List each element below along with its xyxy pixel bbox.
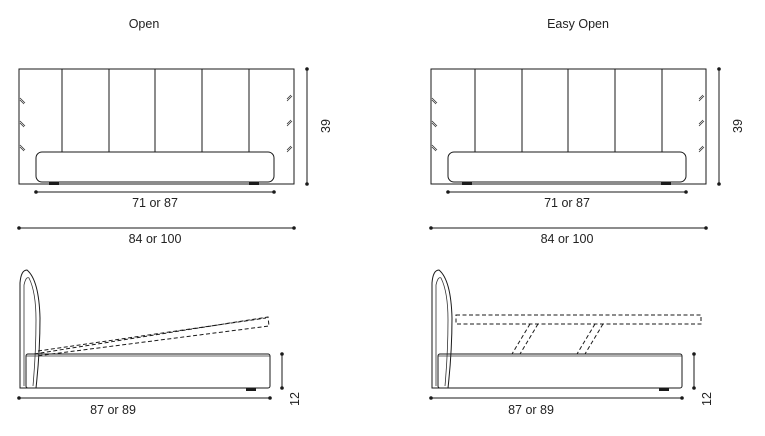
open-total-width-label: 84 or 100 <box>129 232 182 246</box>
open-front-view: 39 71 or 87 84 or 100 <box>17 67 333 246</box>
easy-open-total-width-label: 84 or 100 <box>541 232 594 246</box>
open-headboard-outline <box>18 68 295 185</box>
easy-open-bed-base <box>447 151 687 183</box>
easy-open-side-view: 12 87 or 89 <box>429 269 714 417</box>
easy-open-side-base <box>437 353 683 389</box>
bed-foot <box>49 182 59 185</box>
easy-open-front-view: 39 71 or 87 84 or 100 <box>429 67 745 246</box>
lift-strut <box>511 323 539 355</box>
bed-foot <box>462 182 472 185</box>
lifted-mattress-dashed <box>33 316 270 357</box>
open-height-label: 39 <box>319 119 333 133</box>
bed-foot <box>661 182 671 185</box>
bed-foot <box>659 388 669 391</box>
headboard-profile <box>431 269 453 389</box>
lift-strut <box>576 323 604 355</box>
headboard-profile <box>19 269 41 389</box>
left-hinges <box>19 97 26 152</box>
right-hinges <box>698 94 705 153</box>
bed-foot <box>246 388 256 391</box>
left-hinges <box>431 97 438 152</box>
easy-open-base-height-label: 12 <box>700 392 714 406</box>
easy-open-height-label: 39 <box>731 119 745 133</box>
bed-foot <box>249 182 259 185</box>
open-mattress-width-label: 71 or 87 <box>132 196 178 210</box>
open-side-base <box>25 353 271 389</box>
open-side-view: 12 87 or 89 <box>17 269 302 417</box>
easy-open-title: Easy Open <box>547 17 609 31</box>
open-bed-base <box>35 151 275 183</box>
open-base-height-label: 12 <box>288 392 302 406</box>
open-title: Open <box>129 17 160 31</box>
open-length-label: 87 or 89 <box>90 403 136 417</box>
right-hinges <box>286 94 293 153</box>
easy-open-length-label: 87 or 89 <box>508 403 554 417</box>
raised-mattress-dashed <box>455 314 702 325</box>
easy-open-mattress-width-label: 71 or 87 <box>544 196 590 210</box>
